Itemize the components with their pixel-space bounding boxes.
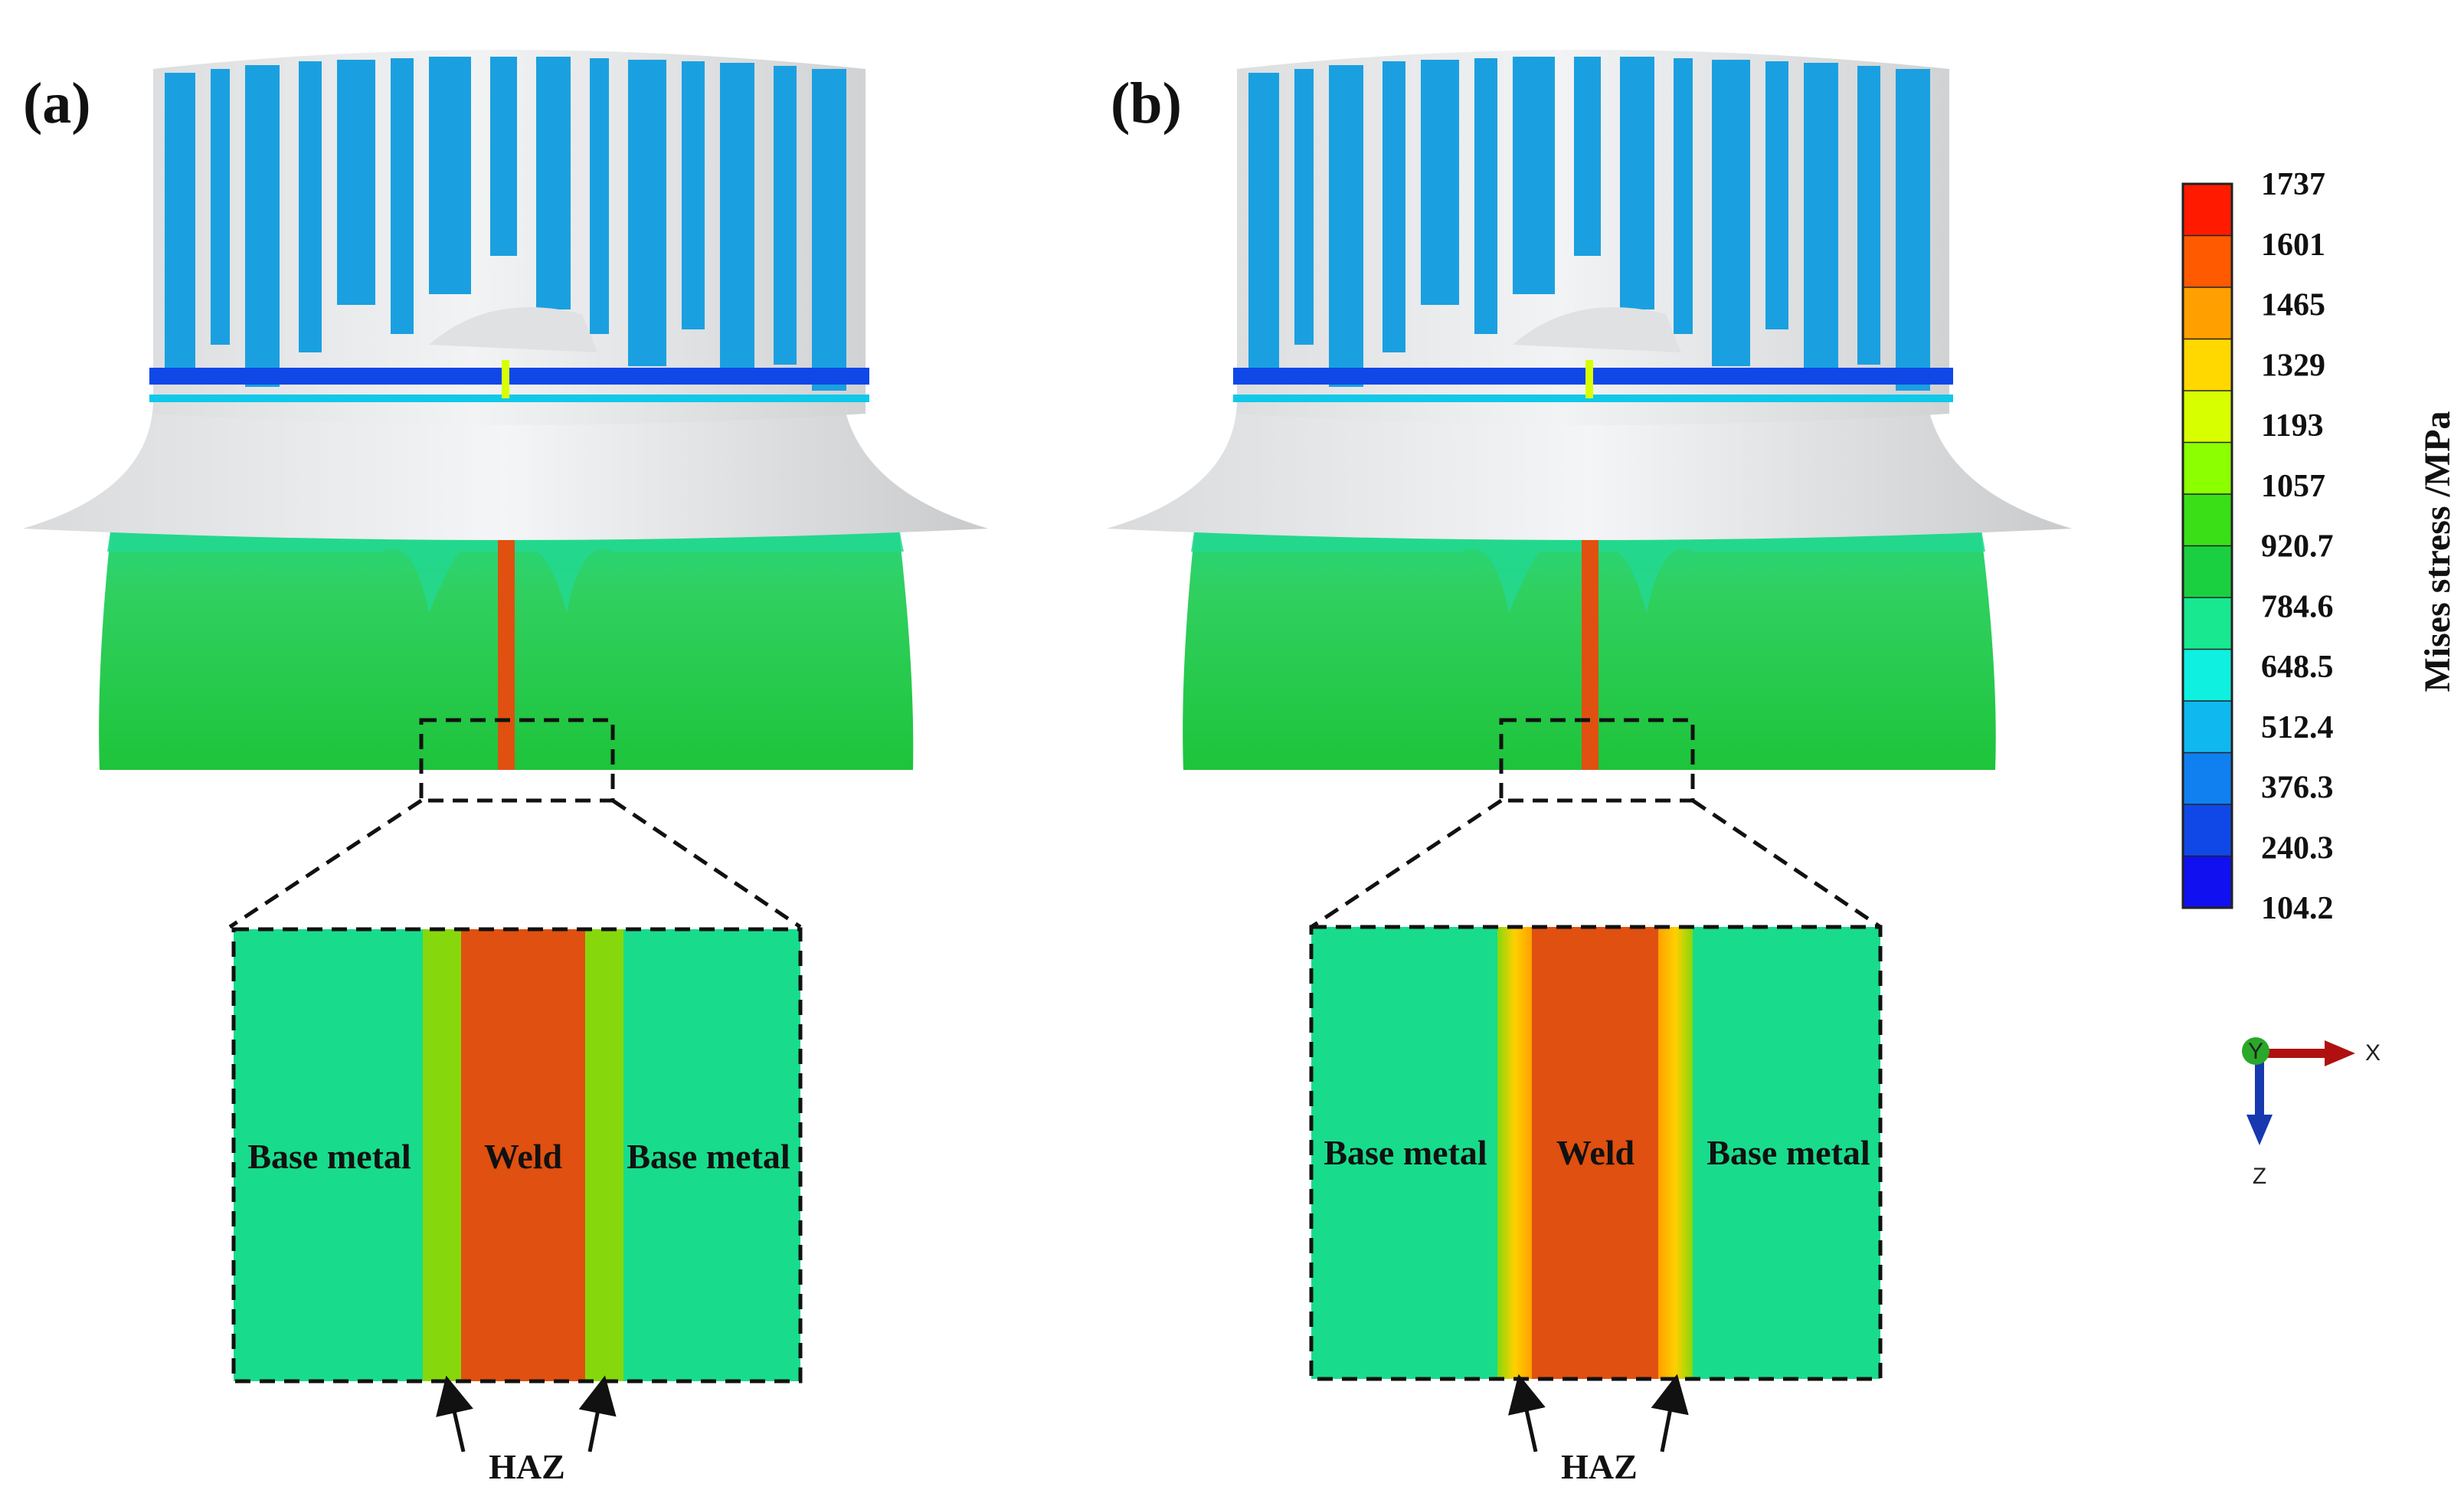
panel-a-weld-label: Weld [484, 1137, 563, 1176]
z-axis-arrow-head [2246, 1115, 2273, 1145]
panel-b-haz-arrow-left [1507, 1374, 1546, 1452]
legend-tick-label: 1737 [2261, 167, 2325, 202]
legend-swatch [2182, 493, 2233, 547]
legend-tick-label: 1057 [2261, 469, 2325, 504]
panel-b-base-metal-right-label: Base metal [1706, 1133, 1870, 1172]
panel-a-haz-left [423, 929, 461, 1381]
legend-swatch [2182, 390, 2233, 444]
legend-swatch [2182, 338, 2233, 392]
panel-b-flange [1107, 398, 2072, 540]
panel-b-haz-label: HAZ [1561, 1447, 1638, 1486]
stress-legend: 1737 1601 1465 1329 1193 1057 920.7 784.6 648.5 5… [2181, 167, 2458, 926]
legend-tick-labels: 1737 1601 1465 1329 1193 1057 920.7 784.6 648.5 5… [2261, 167, 2334, 926]
legend-tick-label: 512.4 [2261, 710, 2334, 745]
panel-a-model [23, 50, 988, 770]
panel-a-gray-dome [429, 307, 597, 352]
panel-b-model [1107, 50, 2072, 770]
legend-bar-outline [2181, 182, 2233, 909]
legend-swatch [2182, 234, 2233, 289]
legend-tick-label: 376.3 [2261, 771, 2334, 806]
panel-b-blue-stripes [1248, 57, 1930, 391]
panel-b-haz-right [1658, 927, 1693, 1379]
z-axis-label: Z [2253, 1164, 2266, 1189]
panel-a-zoom-detail: Base metal Weld Base metal [231, 927, 803, 1384]
panel-b-zoom-detail: Base metal Weld Base metal [1309, 925, 1883, 1381]
panel-b-zoom-line-right [1691, 798, 1882, 929]
panel-b-haz-arrow-right [1651, 1374, 1689, 1452]
legend-tick-label: 920.7 [2261, 529, 2334, 565]
legend-tick-label: 1193 [2261, 408, 2324, 444]
legend-swatch [2182, 804, 2233, 857]
legend-color-bar [2182, 183, 2233, 909]
legend-swatch [2182, 441, 2233, 496]
panel-a-weld [461, 929, 585, 1381]
panel-b-weld-top [1585, 360, 1593, 398]
legend-title: Mises stress /MPa [2417, 411, 2458, 692]
legend-swatch [2182, 287, 2233, 340]
legend-swatch [2182, 700, 2233, 754]
panel-b-weld-strip [1582, 494, 1598, 770]
x-axis-arrow-head [2325, 1040, 2355, 1066]
panel-a-weld-top [502, 360, 509, 398]
panel-a-base-metal-left-label: Base metal [247, 1137, 411, 1176]
y-axis-dot [2242, 1037, 2269, 1065]
panel-a-zoom-source-box [419, 718, 615, 803]
legend-tick-label: 1601 [2261, 228, 2325, 263]
panel-a-flange [23, 398, 988, 540]
legend-swatch [2182, 183, 2233, 237]
legend-swatch [2182, 545, 2233, 599]
panel-b-gray-dome [1513, 307, 1681, 352]
panel-a-zoom-line-left [228, 798, 423, 929]
legend-tick-label: 104.2 [2261, 891, 2334, 926]
panel-a-haz-label: HAZ [489, 1447, 565, 1486]
panel-a-base-metal-right-label: Base metal [627, 1137, 790, 1176]
legend-swatch [2182, 648, 2233, 702]
panel-b-haz-left [1497, 927, 1532, 1379]
panel-a-label: (a) [23, 71, 91, 136]
legend-swatch [2182, 597, 2233, 650]
legend-tick-label: 240.3 [2261, 830, 2334, 866]
legend-tick-label: 1465 [2261, 288, 2325, 323]
panel-b-base-metal-left-label: Base metal [1324, 1133, 1487, 1172]
panel-a-weld-strip [498, 494, 515, 770]
panel-a-haz-right [585, 929, 623, 1381]
x-axis-label: X [2365, 1040, 2381, 1066]
panel-a: (a) [23, 50, 988, 1486]
panel-b: (b) [1107, 50, 2072, 1486]
panel-b-weld [1532, 927, 1658, 1379]
panel-a-haz-arrow-left [436, 1375, 473, 1452]
y-axis-label: Y [2248, 1039, 2263, 1064]
legend-swatch [2182, 855, 2233, 909]
panel-b-zoom-source-box [1499, 718, 1695, 803]
panel-a-blue-stripes [165, 57, 846, 391]
panel-b-zoom-line-left [1310, 798, 1503, 929]
panel-a-haz-arrow-right [578, 1375, 617, 1452]
legend-tick-label: 648.5 [2261, 650, 2334, 685]
panel-b-label: (b) [1111, 71, 1182, 136]
legend-tick-label: 1329 [2261, 348, 2325, 383]
panel-a-zoom-line-right [611, 798, 802, 929]
axis-triad: Y X Z [2242, 1037, 2381, 1189]
legend-tick-label: 784.6 [2261, 589, 2334, 624]
panel-b-weld-label: Weld [1556, 1133, 1635, 1172]
legend-swatch [2182, 752, 2233, 806]
